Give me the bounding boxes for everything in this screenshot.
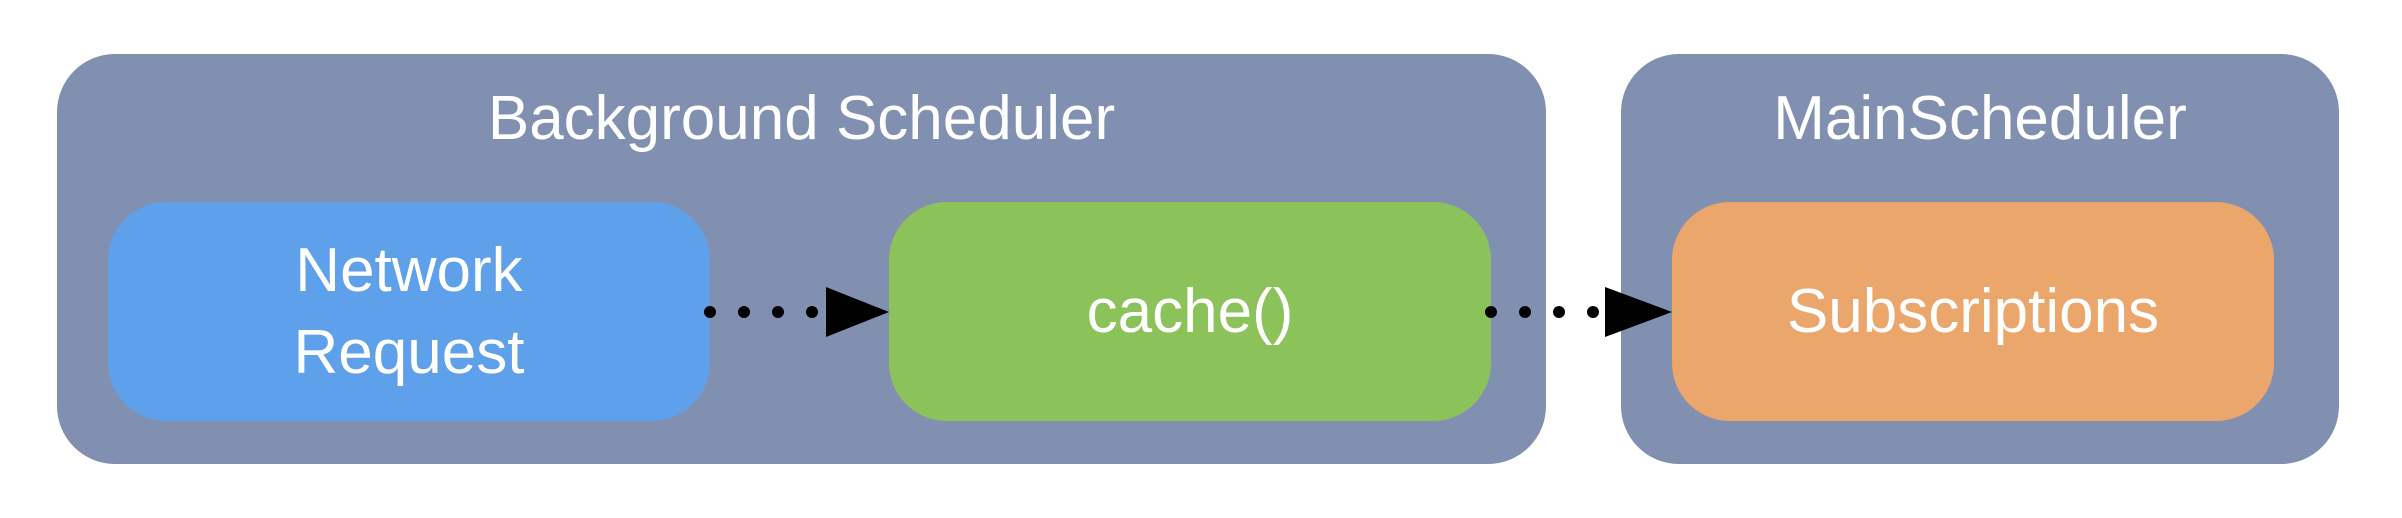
background-scheduler-title: Background Scheduler bbox=[487, 84, 1116, 153]
subscriptions-label: Subscriptions bbox=[1786, 276, 2160, 346]
network-request-node: Network Request bbox=[108, 202, 710, 421]
main-scheduler-title: MainScheduler bbox=[1773, 84, 2187, 153]
cache-node: cache() bbox=[889, 202, 1491, 421]
network-request-label: Network Request bbox=[293, 235, 525, 387]
cache-label: cache() bbox=[1086, 276, 1294, 346]
subscriptions-node: Subscriptions bbox=[1672, 202, 2274, 421]
